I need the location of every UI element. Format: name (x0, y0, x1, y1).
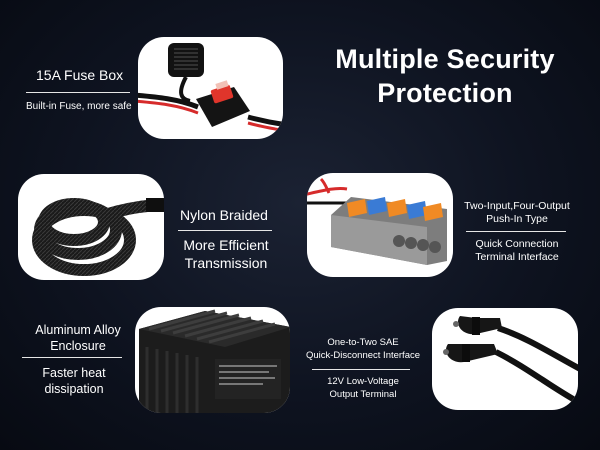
nylon-label: Nylon Braided (180, 207, 268, 223)
aluminum-enclosure-image (135, 307, 290, 413)
push-in-terminal-illustration (307, 177, 447, 265)
sae-divider (312, 369, 410, 370)
aluminum-housing-illustration (139, 309, 290, 413)
nylon-desc-line-2: Transmission (184, 255, 268, 271)
nylon-description: More Efficient Transmission (176, 236, 276, 272)
fuse-box-illustration (138, 43, 283, 132)
sae-label-line-1: One-to-Two SAE (327, 337, 399, 348)
nylon-braided-image (18, 174, 164, 280)
terminal-label-line-1: Two-Input,Four-Output (464, 200, 570, 212)
aluminum-label: Aluminum Alloy Enclosure (24, 322, 132, 354)
aluminum-desc-line-2: dissipation (44, 382, 104, 396)
aluminum-description: Faster heat dissipation (18, 365, 130, 397)
fuse-box-image (138, 37, 283, 139)
aluminum-divider (22, 357, 122, 358)
terminal-label: Two-Input,Four-Output Push-In Type (458, 200, 576, 226)
sae-connector-image (432, 308, 578, 410)
terminal-divider (466, 231, 566, 232)
sae-description: 12V Low-Voltage Output Terminal (300, 375, 426, 401)
sae-label-line-2: Quick-Disconnect Interface (305, 350, 421, 361)
aluminum-desc-line-1: Faster heat (42, 366, 106, 380)
terminal-connector-image (307, 173, 453, 277)
fuse-label: 15A Fuse Box (36, 67, 124, 83)
sae-connector-illustration (443, 316, 578, 406)
sae-desc-line-2: Output Terminal (329, 389, 397, 400)
aluminum-label-line-1: Aluminum Alloy (35, 323, 121, 337)
terminal-desc-line-1: Quick Connection (475, 238, 559, 250)
page-title: Multiple Security Protection (305, 42, 585, 110)
nylon-divider (178, 230, 272, 231)
fuse-sublabel: Built-in Fuse, more safe (26, 101, 132, 112)
sae-label: One-to-Two SAE Quick-Disconnect Interfac… (300, 336, 426, 362)
terminal-label-line-2: Push-In Type (486, 213, 548, 225)
fuse-divider (26, 92, 130, 93)
title-line-2: Protection (377, 78, 513, 108)
terminal-description: Quick Connection Terminal Interface (458, 238, 576, 264)
aluminum-label-line-2: Enclosure (50, 339, 106, 353)
sae-desc-line-1: 12V Low-Voltage (327, 376, 399, 387)
nylon-desc-line-1: More Efficient (183, 237, 269, 253)
terminal-desc-line-2: Terminal Interface (475, 251, 559, 263)
braided-cable-illustration (32, 198, 164, 276)
title-line-1: Multiple Security (335, 44, 555, 74)
